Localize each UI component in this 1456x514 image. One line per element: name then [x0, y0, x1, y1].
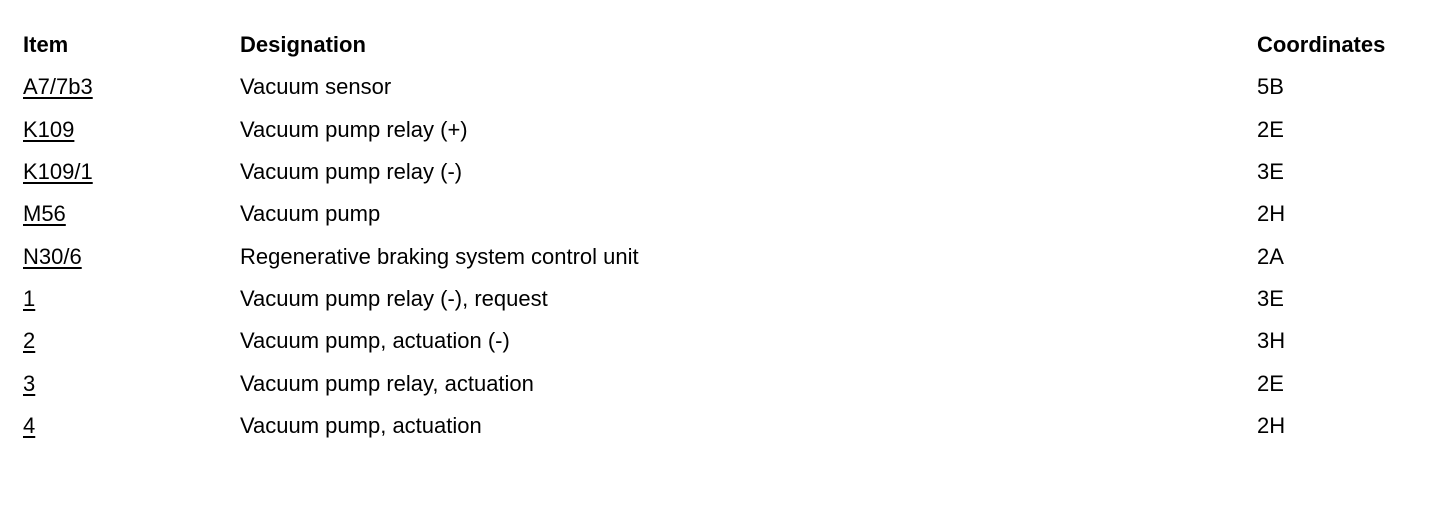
table-row: 4 Vacuum pump, actuation 2H — [23, 405, 1433, 447]
table-row: M56 Vacuum pump 2H — [23, 193, 1433, 235]
table-row: K109/1 Vacuum pump relay (-) 3E — [23, 151, 1433, 193]
coordinates-cell: 3E — [1257, 159, 1284, 185]
coordinates-cell: 2H — [1257, 201, 1286, 227]
item-link[interactable]: 1 — [23, 285, 36, 311]
coordinates-cell: 3E — [1257, 285, 1284, 311]
item-link[interactable]: A7/7b3 — [23, 74, 93, 100]
designation-cell: Vacuum pump relay (+) — [240, 116, 468, 142]
header-designation: Designation — [240, 32, 366, 58]
coordinates-cell: 2H — [1257, 412, 1286, 438]
item-link[interactable]: 4 — [23, 412, 36, 438]
designation-cell: Vacuum pump, actuation — [240, 412, 482, 438]
table-row: 1 Vacuum pump relay (-), request 3E — [23, 278, 1433, 320]
coordinates-cell: 2E — [1257, 370, 1284, 396]
table-row: N30/6 Regenerative braking system contro… — [23, 235, 1433, 277]
table-row: 3 Vacuum pump relay, actuation 2E — [23, 362, 1433, 404]
coordinates-cell: 5B — [1257, 74, 1284, 100]
header-coordinates: Coordinates — [1257, 32, 1386, 58]
table-row: 2 Vacuum pump, actuation (-) 3H — [23, 320, 1433, 362]
item-link[interactable]: K109/1 — [23, 159, 93, 185]
item-link[interactable]: K109 — [23, 116, 75, 142]
table-row: K109 Vacuum pump relay (+) 2E — [23, 109, 1433, 151]
table-header-row: Item Designation Coordinates — [23, 24, 1433, 66]
component-legend-table: Item Designation Coordinates A7/7b3 Vacu… — [23, 24, 1433, 447]
item-link[interactable]: N30/6 — [23, 243, 82, 269]
item-link[interactable]: 3 — [23, 370, 36, 396]
coordinates-cell: 2E — [1257, 116, 1284, 142]
designation-cell: Vacuum pump relay, actuation — [240, 370, 534, 396]
designation-cell: Vacuum pump — [240, 201, 381, 227]
header-item: Item — [23, 32, 69, 58]
table-row: A7/7b3 Vacuum sensor 5B — [23, 66, 1433, 108]
designation-cell: Vacuum pump relay (-) — [240, 159, 463, 185]
coordinates-cell: 2A — [1257, 243, 1284, 269]
coordinates-cell: 3H — [1257, 328, 1286, 354]
designation-cell: Vacuum pump, actuation (-) — [240, 328, 510, 354]
item-link[interactable]: 2 — [23, 328, 36, 354]
designation-cell: Regenerative braking system control unit — [240, 243, 639, 269]
designation-cell: Vacuum sensor — [240, 74, 392, 100]
designation-cell: Vacuum pump relay (-), request — [240, 285, 548, 311]
item-link[interactable]: M56 — [23, 201, 66, 227]
